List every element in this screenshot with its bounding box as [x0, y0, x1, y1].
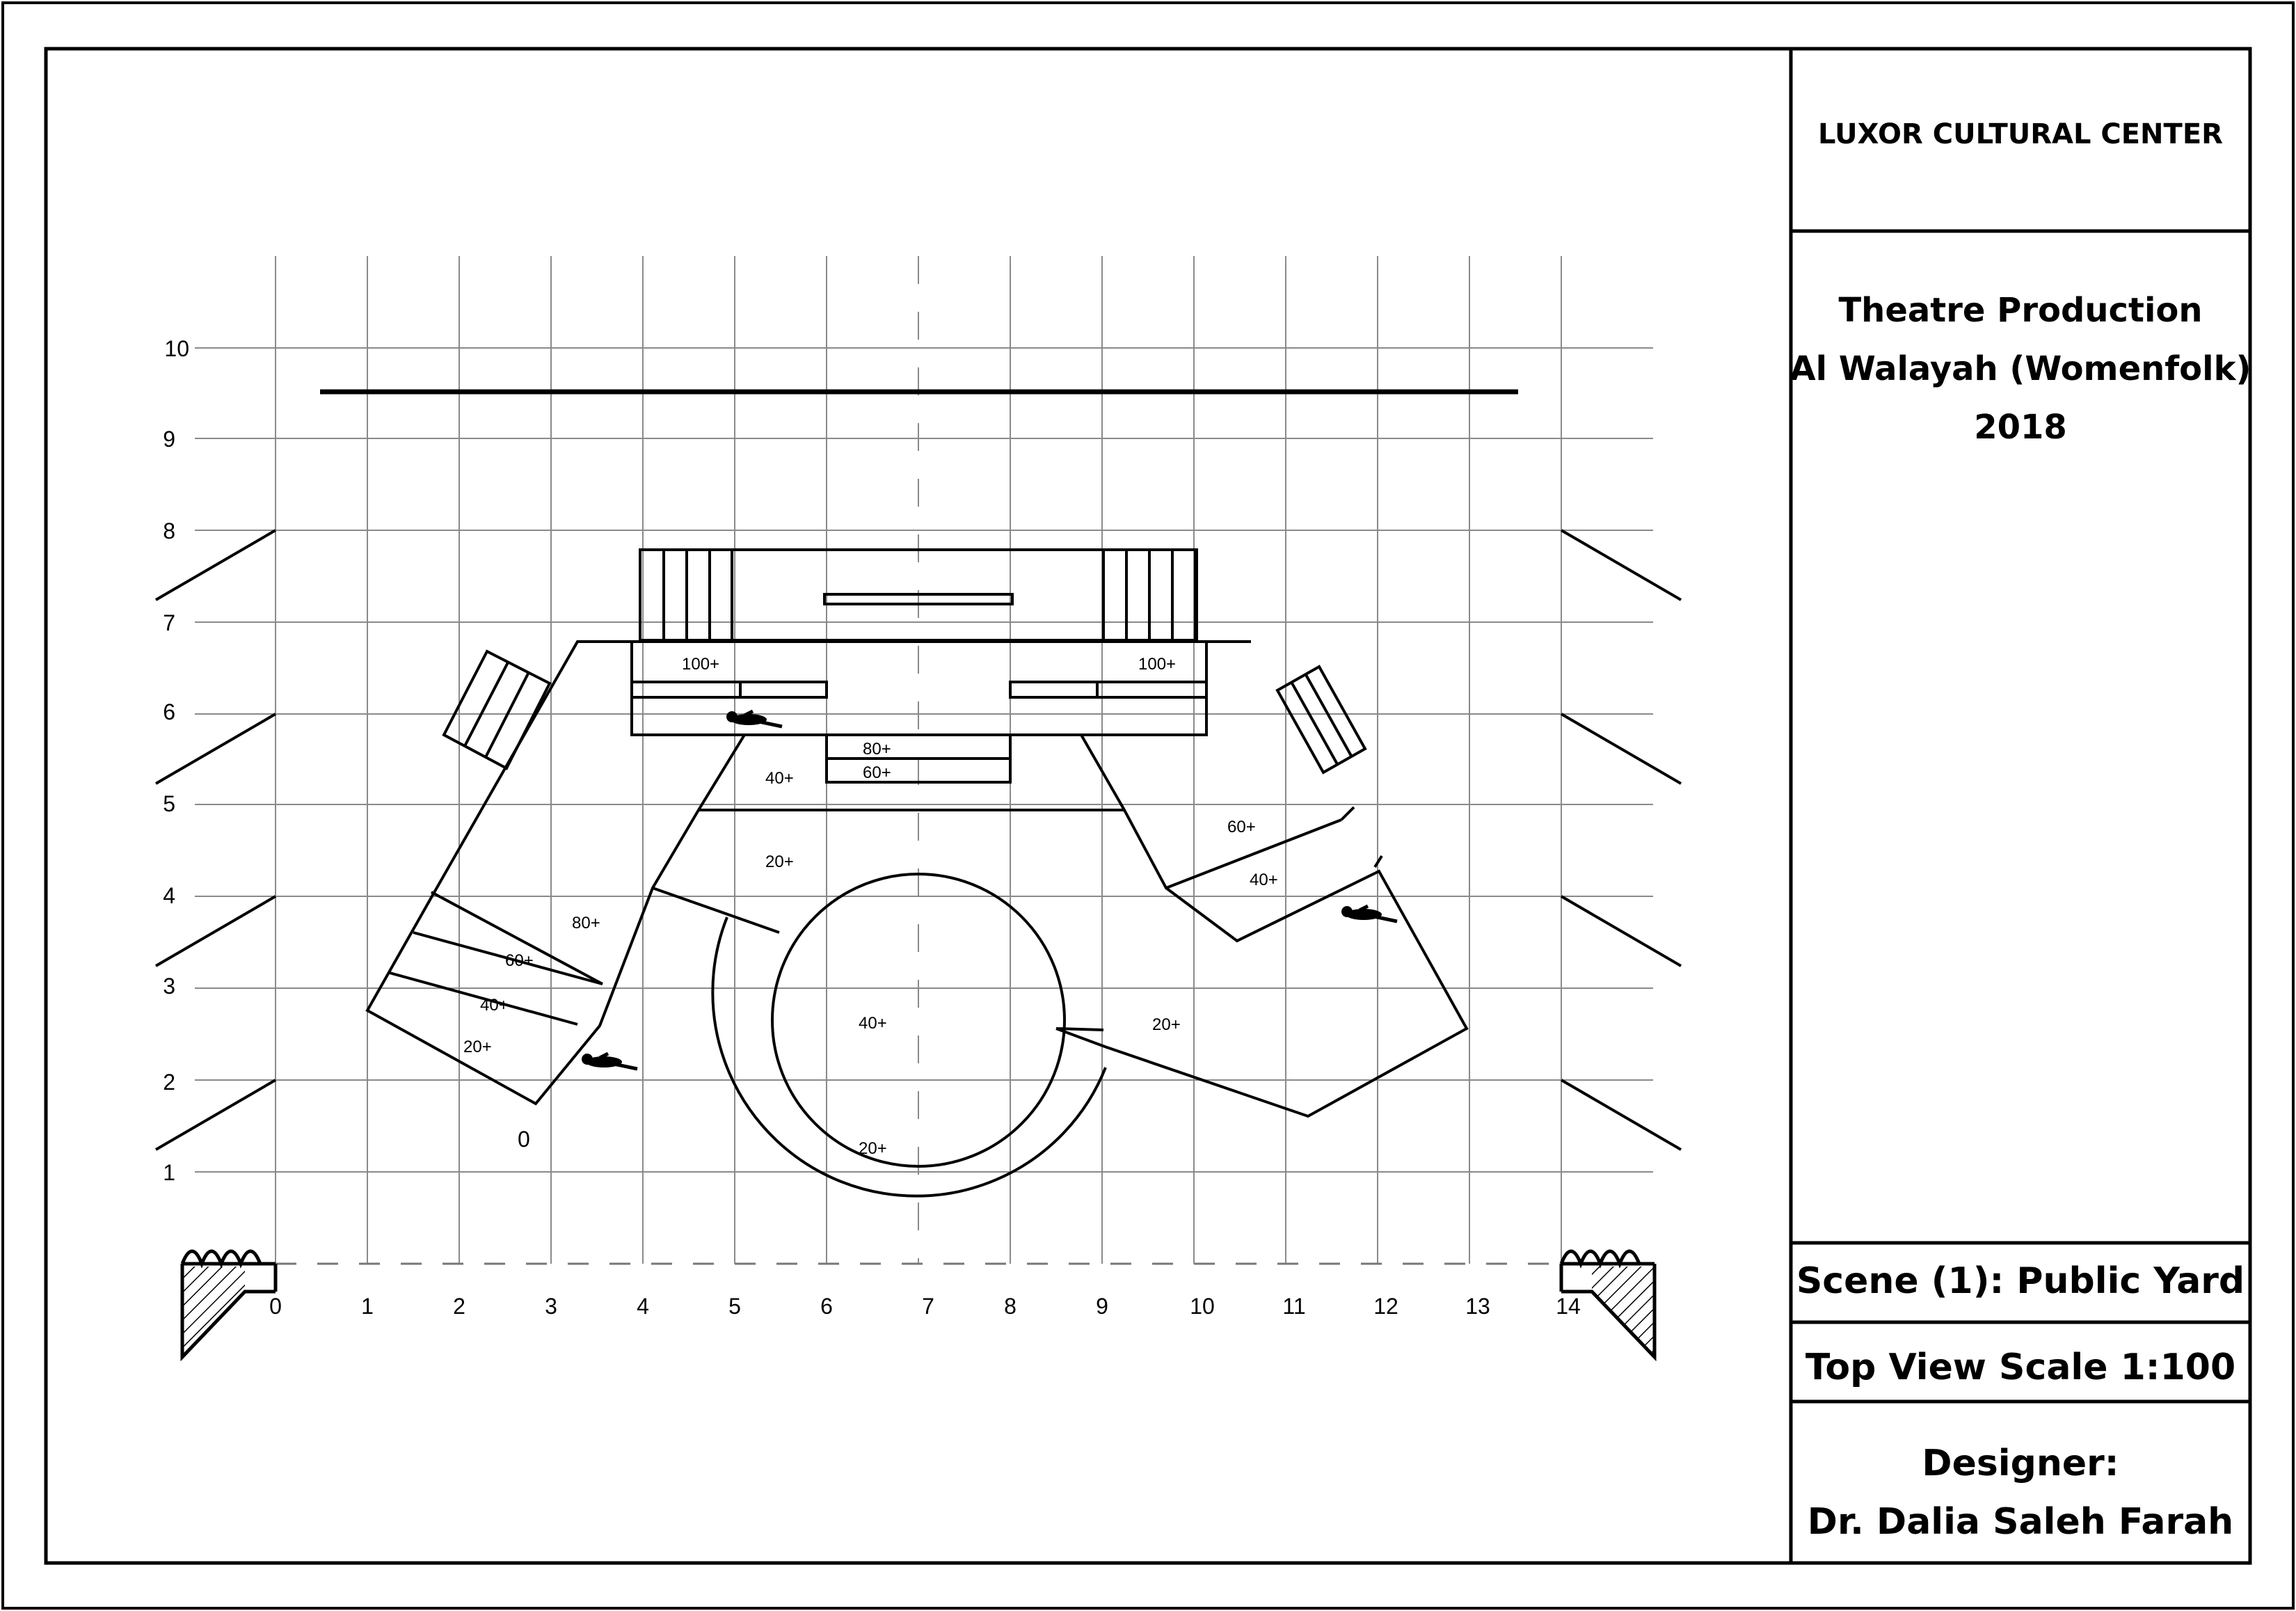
x-label: 4 [637, 1294, 649, 1319]
y-label: 7 [163, 610, 175, 635]
label-circle-40: 40+ [859, 1014, 887, 1033]
label-right-20: 20+ [1152, 1015, 1181, 1034]
label-left-20: 20+ [463, 1038, 492, 1056]
y-axis-labels: 1 2 3 4 5 6 7 8 9 10 [163, 336, 189, 1185]
y-label: 1 [163, 1160, 175, 1185]
elevation-labels: 100+ 100+ 80+ 60+ 40+ 20+ 80+ 60+ 40+ 20… [463, 655, 1278, 1158]
y-label: 3 [163, 974, 175, 999]
title-block [1789, 49, 2250, 1563]
label-center-80: 80+ [863, 740, 891, 759]
left-ramp-outline [365, 640, 747, 1106]
x-label: 6 [820, 1294, 833, 1319]
label-center-40: 40+ [765, 769, 794, 788]
x-label: 5 [728, 1294, 741, 1319]
production-year: 2018 [1974, 408, 2067, 447]
y-label: 4 [163, 883, 175, 908]
x-label: 12 [1373, 1294, 1398, 1319]
x-label: 11 [1282, 1294, 1305, 1319]
production-title: Theatre Production [1838, 291, 2202, 330]
label-circle-20: 20+ [859, 1139, 887, 1158]
right-proscenium-wall [1559, 1249, 1657, 1362]
round-platform-step [711, 916, 1107, 1198]
y-label: 9 [163, 427, 175, 452]
x-label: 10 [1190, 1294, 1215, 1319]
label-left-100: 100+ [682, 655, 719, 674]
production-name: Al Walayah (Womenfolk) [1790, 349, 2251, 388]
scene-title: Scene (1): Public Yard [1796, 1260, 2245, 1302]
left-proscenium-wall [180, 1249, 278, 1362]
actor-figure-left [582, 1054, 637, 1069]
y-label: 5 [163, 791, 175, 816]
center-round-platform [771, 873, 1066, 1168]
upper-bench [823, 593, 1014, 605]
x-label: 1 [361, 1294, 374, 1319]
label-mid-20: 20+ [765, 852, 794, 871]
x-label: 13 [1465, 1294, 1490, 1319]
venue-title: LUXOR CULTURAL CENTER [1818, 118, 2223, 150]
label-left-60: 60+ [505, 951, 534, 970]
set-platforms [365, 548, 1469, 1198]
label-left-80: 80+ [572, 914, 600, 933]
y-label: 6 [163, 699, 175, 724]
x-label: 2 [453, 1294, 465, 1319]
x-label: 0 [269, 1294, 282, 1319]
drawing-frame [44, 47, 2252, 1565]
right-bench [1009, 681, 1208, 699]
x-label: 3 [545, 1294, 557, 1319]
center-step-80 [825, 733, 1012, 760]
left-bench [630, 681, 828, 699]
label-right-40: 40+ [1250, 871, 1278, 889]
x-label: 7 [922, 1294, 934, 1319]
label-left-40: 40+ [480, 996, 509, 1015]
label-center-60: 60+ [863, 763, 891, 782]
wing-masking [154, 529, 1682, 1151]
x-label: 9 [1096, 1294, 1108, 1319]
x-label: 8 [1004, 1294, 1017, 1319]
x-label: 14 [1556, 1294, 1581, 1319]
designer-heading: Designer: [1922, 1443, 2119, 1484]
designer-name: Dr. Dalia Saleh Farah [1808, 1501, 2233, 1543]
label-right-100: 100+ [1138, 655, 1176, 674]
y-label: 8 [163, 518, 175, 543]
label-right-60: 60+ [1227, 818, 1256, 836]
actor-figure-right [1341, 906, 1397, 921]
x-axis-labels: 0 1 2 3 4 5 6 7 8 9 10 11 12 13 14 [269, 1294, 1581, 1319]
y-label: 2 [163, 1070, 175, 1095]
origin-label: 0 [518, 1127, 530, 1152]
view-scale: Top View Scale 1:100 [1805, 1347, 2235, 1388]
center-step-60 [825, 757, 1012, 784]
y-label: 10 [164, 336, 189, 361]
